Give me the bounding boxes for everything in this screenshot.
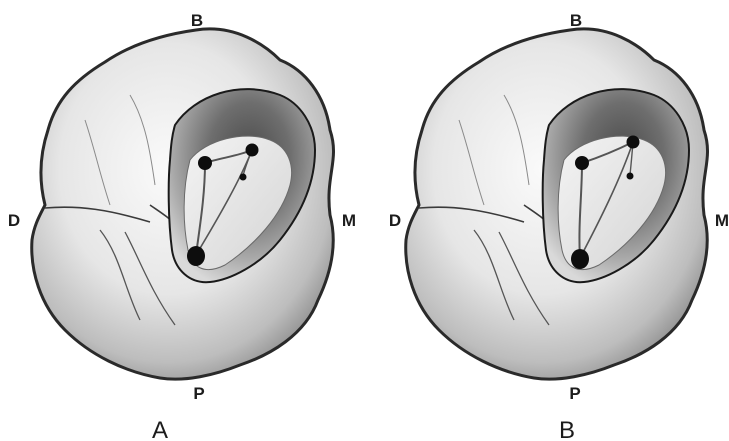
label-distal: D xyxy=(8,211,20,230)
label-buccal: B xyxy=(191,11,203,30)
canal-orifice xyxy=(575,156,589,170)
label-mesial: M xyxy=(715,211,729,230)
label-buccal: B xyxy=(570,11,582,30)
panel-caption: B xyxy=(559,417,575,441)
label-distal: D xyxy=(389,211,401,230)
canal-orifice xyxy=(571,249,589,269)
canal-orifice xyxy=(198,156,212,170)
label-palatal: P xyxy=(193,384,204,403)
canal-orifice xyxy=(627,173,634,180)
label-mesial: M xyxy=(342,211,356,230)
canal-orifice xyxy=(246,144,259,157)
canal-orifice xyxy=(627,136,640,149)
label-palatal: P xyxy=(569,384,580,403)
panel-b: B D M P B xyxy=(389,11,729,441)
panel-caption: A xyxy=(152,417,168,441)
panel-a: B D M P A xyxy=(8,11,356,441)
canal-orifice xyxy=(240,174,247,181)
canal-orifice xyxy=(187,246,205,266)
